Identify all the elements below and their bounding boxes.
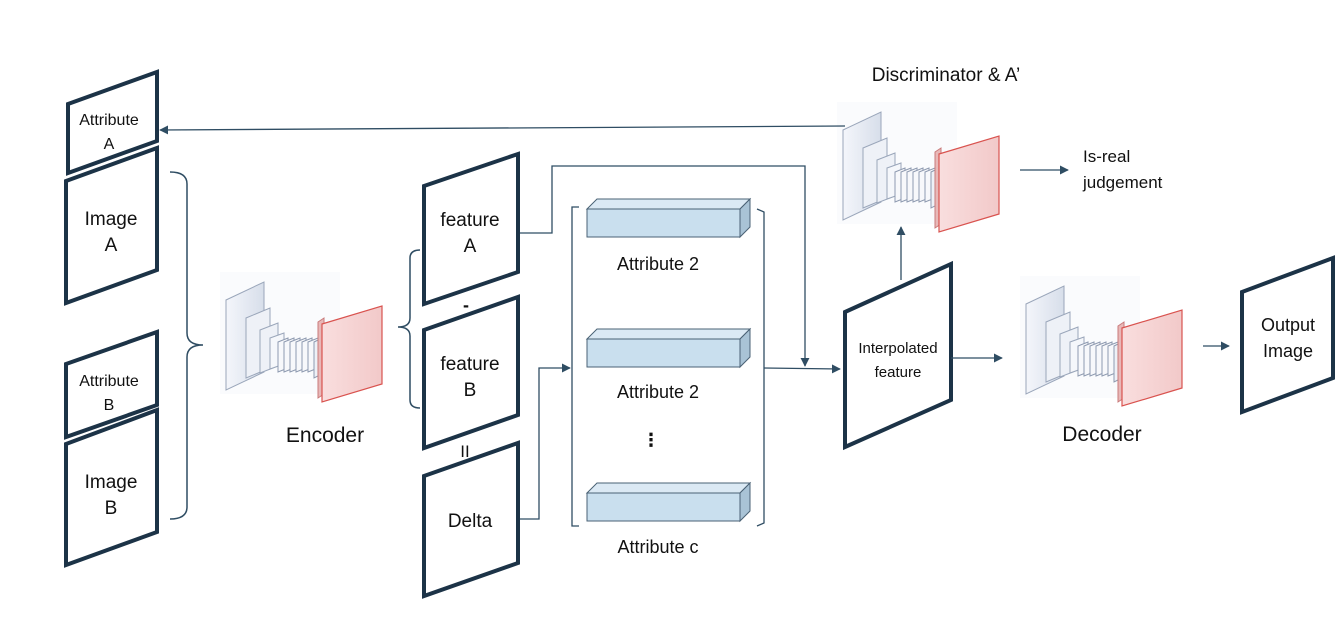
image-b-box: Image B: [64, 407, 159, 568]
attribute-block-2: [585, 327, 752, 369]
delta-box: Delta: [422, 440, 520, 599]
is-real-label-line1: Is-real: [1083, 147, 1130, 166]
feature-b-box: feature B: [422, 294, 520, 451]
interpolated-feature-label-line2: feature: [875, 364, 922, 381]
attribute-block-1-label: Attribute 2: [617, 254, 699, 274]
equals-operator: II: [460, 442, 469, 461]
discriminator-title: Discriminator & A’: [872, 65, 1021, 86]
attribute-block-c: [585, 481, 752, 523]
feature-a-label-line1: feature: [440, 210, 499, 231]
feature-b-label-line2: B: [464, 380, 477, 401]
image-a-label-line2: A: [105, 235, 118, 256]
minus-operator: -: [463, 295, 469, 315]
input-brace: [169, 171, 204, 520]
attribute-b-box: Attribute B: [64, 329, 159, 440]
output-image-box: Output Image: [1240, 255, 1335, 415]
attribute-bank-left-bracket: [571, 206, 579, 527]
interpolated-feature-box: Interpolated feature: [843, 260, 953, 451]
delta-label: Delta: [448, 511, 493, 532]
interpolated-feature-label-line1: Interpolated: [858, 340, 937, 357]
attribute-b-label-line1: Attribute: [79, 373, 139, 390]
connector-delta-to-attribute-bank: [520, 363, 571, 520]
attribute-b-label-line2: B: [104, 397, 115, 414]
image-a-label-line1: Image: [85, 209, 138, 230]
decoder-network-icon: [1019, 275, 1183, 407]
image-a-box: Image A: [64, 145, 159, 306]
image-b-label-line2: B: [105, 498, 118, 519]
attribute-a-label-line2: A: [104, 136, 115, 153]
attribute-bank-right-bracket: [756, 208, 765, 527]
encoder-network-icon: [219, 271, 383, 403]
output-image-label-line1: Output: [1261, 315, 1315, 335]
attribute-block-1: [585, 197, 752, 239]
arrow-attribute-bank-to-interpolated: [763, 364, 841, 374]
image-b-label-line1: Image: [85, 472, 138, 493]
attribute-a-box: Attribute A: [66, 69, 159, 176]
decoder-label: Decoder: [1062, 423, 1141, 446]
arrow-discriminator-to-attribute-a: [159, 125, 846, 135]
connector-feature-a-to-interpolation: [520, 165, 810, 367]
feature-a-box: feature A: [422, 151, 520, 307]
is-real-label-line2: judgement: [1082, 173, 1163, 192]
attribute-a-label-line1: Attribute: [79, 112, 139, 129]
discriminator-network-icon: [836, 101, 1000, 233]
feature-b-label-line1: feature: [440, 354, 499, 375]
encoder-label: Encoder: [286, 424, 364, 447]
feature-a-label-line2: A: [464, 236, 477, 257]
encoder-output-brace: [397, 249, 421, 409]
output-image-label-line2: Image: [1263, 341, 1313, 361]
attribute-block-c-label: Attribute c: [617, 537, 698, 557]
attribute-block-2-label: Attribute 2: [617, 382, 699, 402]
attribute-ellipsis: ⋮: [642, 430, 660, 450]
